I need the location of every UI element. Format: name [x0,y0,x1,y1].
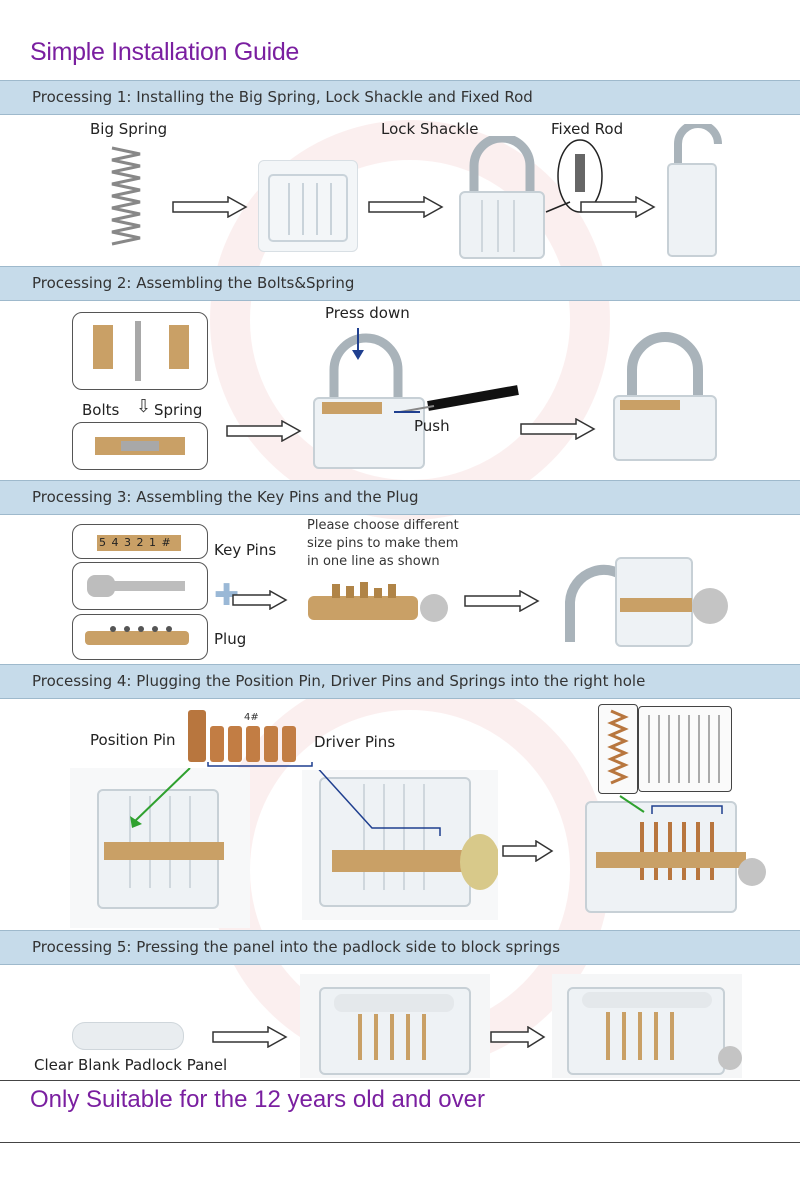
push-label: Push [414,417,450,435]
bolts-spring-box [72,312,208,390]
step-1-arrow-3 [580,196,656,218]
driver-pins-insert-image [302,770,498,920]
spring-callout-small [598,704,638,794]
springs-insert-image [585,795,766,913]
fixed-rod-label: Fixed Rod [551,120,624,138]
step-1-arrow-1 [172,196,248,218]
page-title: Simple Installation Guide [30,38,300,66]
step-5-header: Processing 5: Pressing the panel into th… [0,930,800,965]
key-box [72,562,208,610]
panel-insert-image [300,974,490,1078]
plug-in-lock-image [565,557,728,647]
fixed-rod-callout [545,139,603,213]
key-pins-box: 5 4 3 2 1 # [72,524,208,559]
step-2-arrow-1 [226,420,302,442]
big-spring-image [111,146,141,246]
spring-label: Spring [154,401,203,419]
position-pin-insert-image [70,768,250,928]
step-1-label: Processing 1: Installing the Big Spring,… [32,88,533,106]
step-5-arrow-1 [212,1026,288,1048]
pin-numbers: 5 4 3 2 1 # [99,536,172,549]
springs-callout [638,706,732,792]
step-3-arrow-1 [232,590,288,610]
big-spring-label: Big Spring [90,120,168,138]
step-3-arrow-2 [464,590,540,612]
pins-image [188,710,313,767]
age-notice: Only Suitable for the 12 years old and o… [30,1086,485,1113]
plug-label: Plug [214,630,247,648]
lock-body-image [258,160,358,252]
press-down-label: Press down [325,304,410,322]
key-pins-label: Key Pins [214,541,277,559]
choose-pins-note: Please choose different size pins to mak… [307,518,459,569]
step-2-arrow-2 [520,418,596,440]
lock-with-bolts-image [613,332,717,461]
step-2-label: Processing 2: Assembling the Bolts&Sprin… [32,274,355,292]
step-3-label: Processing 3: Assembling the Key Pins an… [32,488,419,506]
down-arrow-icon: ⇩ [136,396,152,417]
lock-with-shackle-image [459,136,545,259]
step-1-arrow-2 [368,196,444,218]
step-5-arrow-2 [490,1026,546,1048]
divider-top [0,1080,800,1081]
pinned-plug-image [308,582,448,622]
step-5-label: Processing 5: Pressing the panel into th… [32,938,561,956]
step-4-label: Processing 4: Plugging the Position Pin,… [32,672,646,690]
plug-box [72,614,208,660]
clear-panel-image [72,1022,184,1050]
step-4-arrow [502,840,554,862]
step-1-header: Processing 1: Installing the Big Spring,… [0,80,800,115]
step-4-header: Processing 4: Plugging the Position Pin,… [0,664,800,699]
panel-inserted-image [552,974,742,1078]
assembled-bolts-box [72,422,208,470]
position-pin-label: Position Pin [90,731,176,749]
press-down-lock-image [313,328,519,469]
lock-shackle-label: Lock Shackle [381,120,479,138]
step-2-header: Processing 2: Assembling the Bolts&Sprin… [0,266,800,301]
driver-pins-label: Driver Pins [314,733,396,751]
driver-pin-number: 4# [244,712,259,723]
clear-panel-label: Clear Blank Padlock Panel [34,1056,228,1074]
divider-bottom [0,1142,800,1143]
step-3-header: Processing 3: Assembling the Key Pins an… [0,480,800,515]
assembled-lock-side-image [667,124,722,257]
bolts-label: Bolts [82,401,120,419]
